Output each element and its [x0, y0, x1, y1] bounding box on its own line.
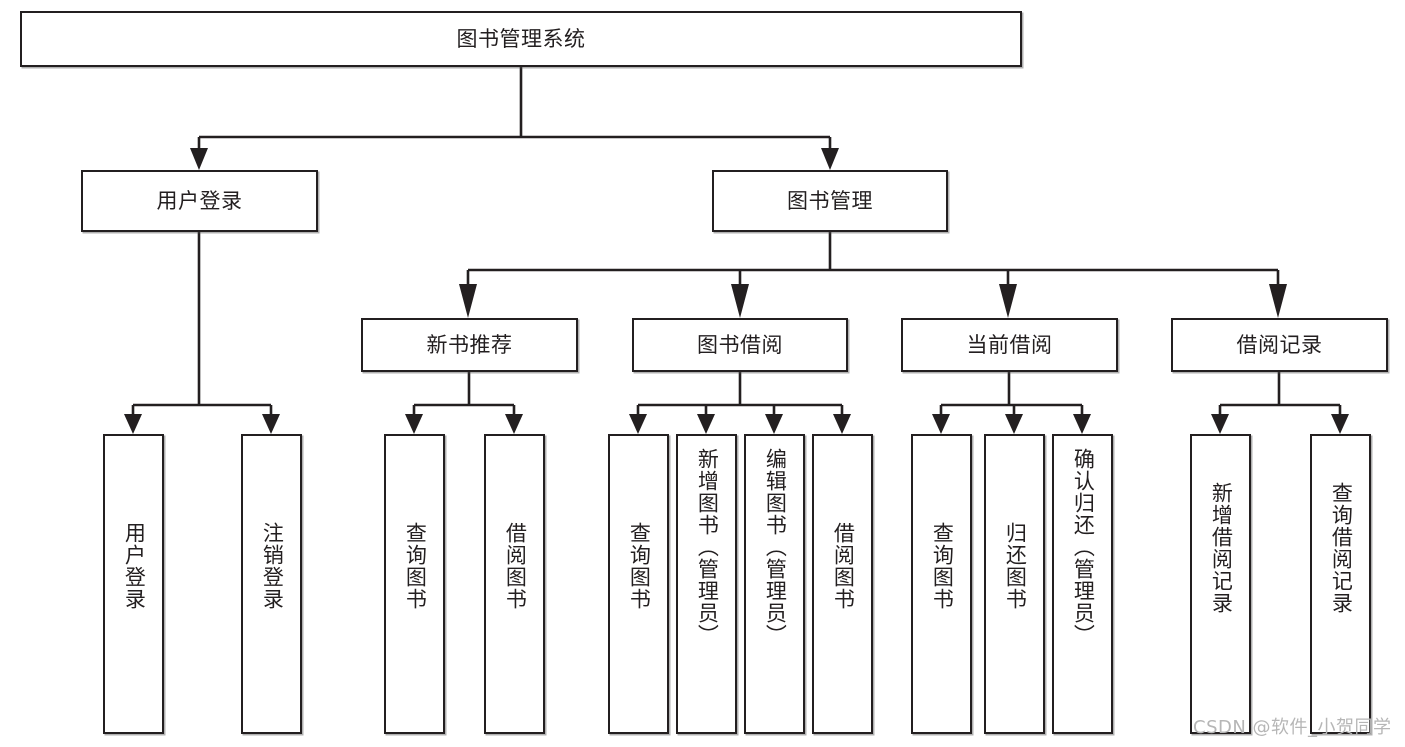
node-leaf-query-book-current[interactable]: 查询图书: [911, 434, 972, 734]
node-leaf-borrow-book[interactable]: 借阅图书: [812, 434, 873, 734]
node-leaf-confirm-return-admin[interactable]: 确认归还（管理员）: [1052, 434, 1113, 734]
node-current-borrow[interactable]: 当前借阅: [901, 318, 1118, 372]
node-leaf-add-borrow-record-label: 新增借阅记录: [1209, 482, 1234, 614]
node-book-manage-label: 图书管理: [787, 188, 873, 213]
node-current-borrow-label: 当前借阅: [966, 332, 1053, 357]
node-leaf-query-book-recommend[interactable]: 查询图书: [384, 434, 445, 734]
node-book-borrow-label: 图书借阅: [697, 332, 783, 357]
node-root[interactable]: 图书管理系统: [20, 11, 1022, 67]
node-root-label: 图书管理系统: [456, 26, 586, 51]
node-leaf-edit-book-admin-label: 编辑图书（管理员）: [763, 448, 788, 646]
node-leaf-return-book[interactable]: 归还图书: [984, 434, 1045, 734]
node-new-book-recommend[interactable]: 新书推荐: [361, 318, 578, 372]
node-leaf-edit-book-admin[interactable]: 编辑图书（管理员）: [744, 434, 805, 734]
watermark-text: CSDN @软件_小贺同学: [1193, 717, 1392, 738]
node-leaf-query-book-borrow-label: 查询图书: [627, 522, 652, 610]
node-leaf-borrow-book-label: 借阅图书: [831, 522, 856, 610]
node-leaf-query-book-recommend-label: 查询图书: [403, 522, 428, 610]
node-leaf-query-borrow-record[interactable]: 查询借阅记录: [1310, 434, 1371, 734]
node-user-login[interactable]: 用户登录: [81, 170, 318, 232]
node-leaf-user-login-label: 用户登录: [122, 522, 147, 610]
node-leaf-user-login[interactable]: 用户登录: [103, 434, 164, 734]
node-book-manage[interactable]: 图书管理: [712, 170, 948, 232]
node-leaf-confirm-return-admin-label: 确认归还（管理员）: [1071, 448, 1096, 646]
node-borrow-record[interactable]: 借阅记录: [1171, 318, 1388, 372]
node-leaf-return-book-label: 归还图书: [1003, 522, 1028, 610]
node-user-login-label: 用户登录: [156, 188, 243, 213]
node-leaf-query-borrow-record-label: 查询借阅记录: [1329, 482, 1354, 614]
node-borrow-record-label: 借阅记录: [1236, 332, 1323, 357]
node-book-borrow[interactable]: 图书借阅: [632, 318, 848, 372]
node-leaf-logout-label: 注销登录: [260, 522, 285, 610]
node-leaf-borrow-book-recommend-label: 借阅图书: [503, 522, 528, 610]
node-leaf-add-book-admin-label: 新增图书（管理员）: [695, 448, 720, 646]
node-leaf-query-book-borrow[interactable]: 查询图书: [608, 434, 669, 734]
node-leaf-logout[interactable]: 注销登录: [241, 434, 302, 734]
node-leaf-query-book-current-label: 查询图书: [930, 522, 955, 610]
node-new-book-recommend-label: 新书推荐: [426, 332, 513, 357]
node-leaf-borrow-book-recommend[interactable]: 借阅图书: [484, 434, 545, 734]
node-leaf-add-borrow-record[interactable]: 新增借阅记录: [1190, 434, 1251, 734]
node-leaf-add-book-admin[interactable]: 新增图书（管理员）: [676, 434, 737, 734]
